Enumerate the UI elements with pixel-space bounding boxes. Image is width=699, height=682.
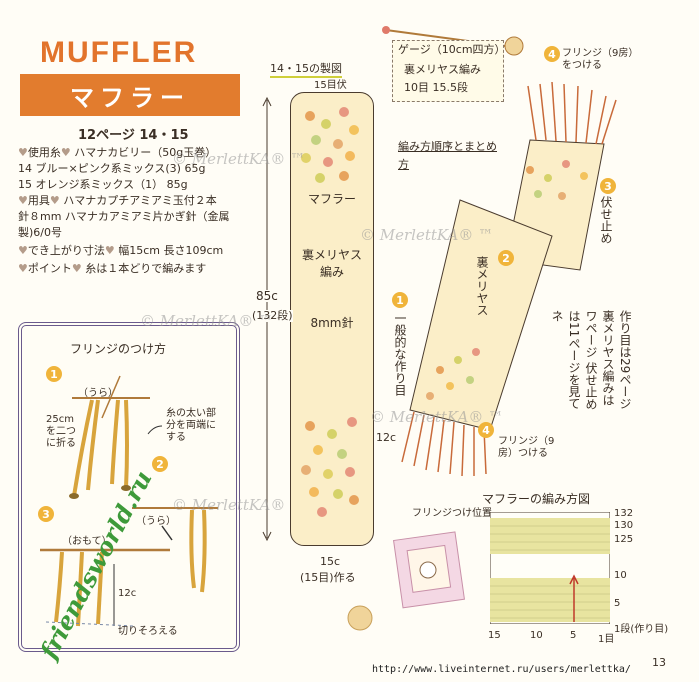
- fringe-step-2: 2: [152, 456, 168, 472]
- step-3-num: 3: [600, 178, 616, 194]
- scarf-dot-pattern: [301, 107, 359, 517]
- step-4-bottom-num: 4: [478, 422, 494, 438]
- gauge-stitch: 裏メリヤス編み: [404, 63, 481, 76]
- gauge-value: 10目 15.5段: [404, 81, 468, 94]
- length-label: 85c: [256, 289, 278, 303]
- step-1-num: 1: [392, 292, 408, 308]
- chart-title: マフラーの編み方図: [482, 492, 591, 506]
- scarf-stitch: 裏メリヤス編み: [301, 248, 362, 279]
- front-label: （おもて）: [62, 536, 112, 547]
- spec-yarn-14: 14 ブルー×ピンク系ミックス(3) 65g: [18, 162, 206, 175]
- spec-yarn-15: 15 オレンジ系ミックス（1） 85g: [18, 178, 188, 191]
- step-1-text: 一般的な作り目: [393, 312, 407, 396]
- spec-tools-3: 製)6/0号: [18, 226, 62, 239]
- title-english: MUFFLER: [40, 36, 198, 69]
- row-tick-10: 10: [614, 570, 627, 581]
- gauge-title: ゲージ（10cm四方）: [398, 43, 506, 56]
- source-url: http://www.liveinternet.ru/users/merlett…: [372, 664, 631, 675]
- step-2-num: 2: [498, 250, 514, 266]
- col-tick-10: 10: [530, 630, 543, 641]
- drawing-label: 14・15の製図: [270, 60, 342, 78]
- top-stitches-label: 15目伏: [314, 80, 347, 91]
- bottom-stitches-label: (15目)作る: [300, 571, 356, 584]
- back-label-1: （うら）: [78, 388, 118, 399]
- fringe-length-label: 12c: [118, 588, 137, 599]
- step-4-top: フリンジ（9房）をつける: [562, 48, 639, 71]
- title-japanese: マフラー: [20, 74, 240, 116]
- bottom-width-label: 15c: [320, 555, 341, 568]
- page-reference: 12ページ 14・15: [78, 128, 189, 143]
- spec-tools: ♥用具♥ ハマナカプチアミアミ玉付２本: [18, 194, 217, 207]
- thick-note: 糸の太い部分を両端にする: [166, 408, 216, 443]
- spec-size: ♥でき上がり寸法♥ 幅15cm 長さ109cm: [18, 244, 224, 257]
- fringe-guide-title: フリンジのつけ方: [70, 342, 167, 356]
- fringe-illustrations: [40, 375, 218, 627]
- scarf-name: マフラー: [307, 192, 356, 206]
- step-3-text: 伏せ止め: [599, 196, 613, 244]
- heart-icon: ♥: [18, 146, 28, 159]
- spec-yarn: ♥使用糸♥ ハマナカビリー（50g玉巻）: [18, 146, 217, 159]
- watermark: © MerlettKA® ™: [140, 312, 274, 330]
- length-note: 25cmを二つに折る: [46, 414, 76, 449]
- page-number: 13: [652, 656, 666, 669]
- row-tick-132: 132: [614, 508, 634, 519]
- order-illustration: [401, 81, 617, 477]
- row-tick-125: 125: [614, 534, 634, 545]
- fringe-step-1: 1: [46, 366, 62, 382]
- rows-label: (132段): [252, 309, 293, 322]
- order-title: 編み方順序とまとめ方: [398, 140, 497, 171]
- fringe-position-label: フリンジつけ位置: [412, 508, 492, 519]
- scarf-needle: 8mm針: [310, 316, 354, 330]
- bunny-frame-illustration: [392, 531, 465, 609]
- fringe-step-3: 3: [38, 506, 54, 522]
- watermark: © MerlettKA®: [172, 496, 286, 514]
- step-4-top-num: 4: [544, 46, 560, 62]
- row-tick-5: 5: [614, 598, 621, 609]
- right-fringe-length: 12c: [376, 431, 397, 444]
- yarn-ball-illustration: [347, 605, 373, 631]
- reference-note: 作り目は29ページ 裏メリヤス編みは ワページ 伏せ止めは11ページを見てネ: [550, 310, 632, 410]
- col-tick-1: 1目: [598, 634, 615, 645]
- trim-note: 切りそろえる: [118, 626, 178, 637]
- back-label-2: （うら）: [136, 516, 176, 527]
- watermark: © MerlettKA® ™: [172, 150, 306, 168]
- col-tick-5: 5: [570, 630, 577, 641]
- spec-point: ♥ポイント♥ 糸は１本どりで編みます: [18, 262, 207, 275]
- watermark: © MerlettKA® ™: [360, 226, 494, 244]
- spec-tools-2: 針８mm ハマナカアミアミ片かぎ針（金属: [18, 210, 230, 223]
- row-tick-1: 1段(作り目): [614, 624, 669, 635]
- step-4-bottom: フリンジ（9房）つける: [498, 436, 555, 459]
- watermark: © MerlettKA® ™: [370, 408, 504, 426]
- gauge-box: [392, 40, 504, 102]
- knitting-chart: [490, 512, 610, 624]
- row-tick-130: 130: [614, 520, 634, 531]
- step-2-text: 裏メリヤス: [475, 256, 489, 316]
- col-tick-15: 15: [488, 630, 501, 641]
